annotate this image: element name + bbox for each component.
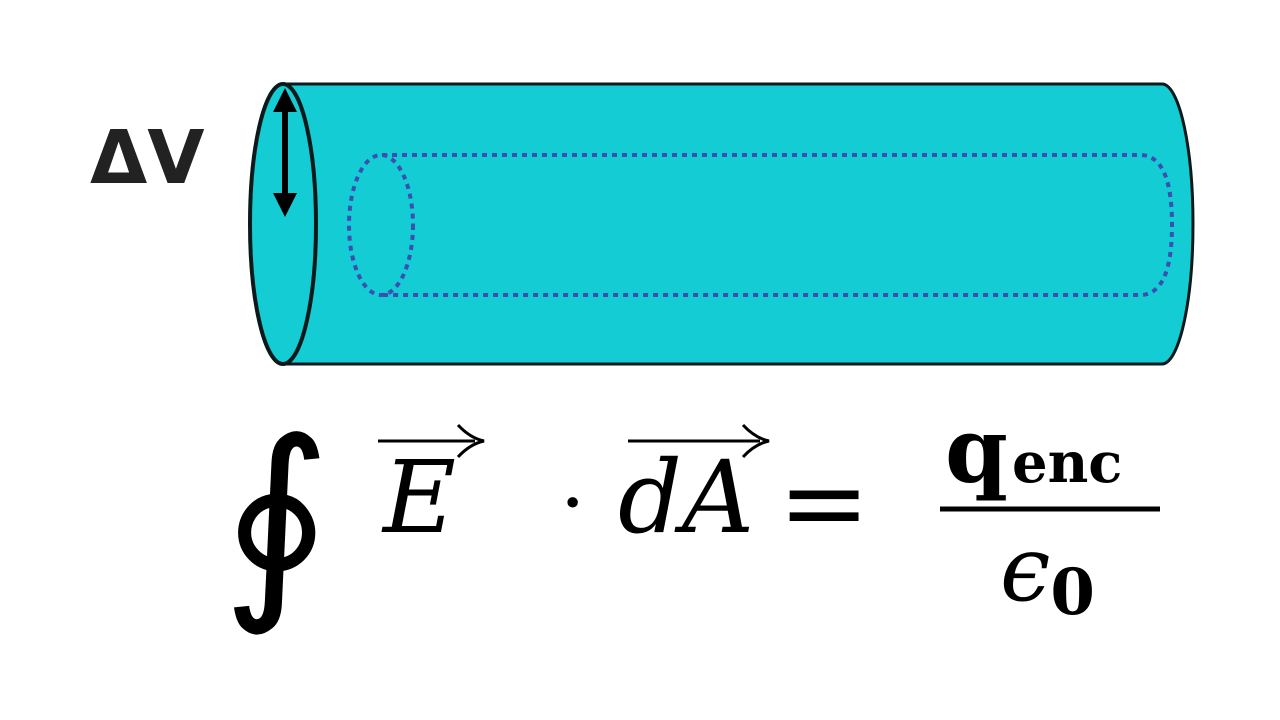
cylinder (248, 82, 1195, 366)
zero-subscript: 0 (1050, 555, 1095, 630)
gaussian-surface-outline (382, 153, 1175, 297)
dot-product: · (560, 456, 585, 549)
field-vector-arrowhead (456, 423, 485, 459)
area-vector-arrowhead (741, 423, 770, 459)
cylinder-left-cap (248, 82, 318, 366)
q-symbol: q (945, 398, 1008, 504)
enc-subscript: enc (1012, 430, 1122, 496)
numerator-q: qenc (945, 398, 1122, 504)
field-e: E (381, 439, 456, 556)
denominator-epsilon: ϵ0 (1000, 517, 1095, 630)
cylinder-body (281, 82, 1195, 366)
gaussian-surface-left-cap (347, 153, 415, 297)
area-element: dA (618, 439, 754, 556)
closed-integral-symbol: ∮ (222, 395, 331, 640)
gauss-law-equation: ∮ E · dA = qenc ϵ0 (222, 395, 1160, 640)
delta-v-label: ΔV (90, 115, 205, 201)
epsilon-symbol: ϵ (1000, 517, 1050, 622)
gaussian-surface (347, 153, 1175, 297)
equals-sign: = (778, 438, 870, 566)
